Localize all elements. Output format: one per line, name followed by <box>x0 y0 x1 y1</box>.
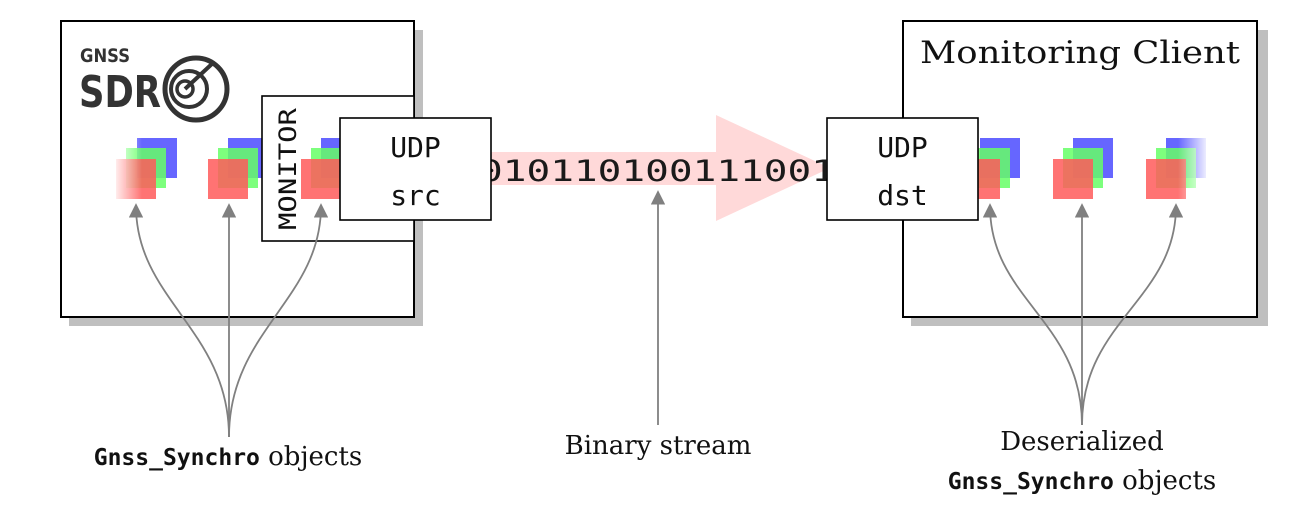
udp-src-line1: UDP <box>390 131 441 164</box>
udp-src-line2: src <box>390 179 441 212</box>
monitor-label: MONITOR <box>274 107 302 230</box>
right-caption-line1: Deserialized <box>1000 427 1164 457</box>
logo-line2: SDR <box>79 67 161 118</box>
left-annotation-arrows <box>128 203 329 438</box>
right-annotation-arrows <box>982 203 1184 426</box>
left-arrow-3 <box>228 203 329 438</box>
logo-line1: GNSS <box>80 45 130 67</box>
udp-dst-line1: UDP <box>877 131 928 164</box>
binary-stream-bits: 010110100111001 <box>479 154 835 188</box>
right-arrow-1 <box>982 203 1083 426</box>
left-arrow-1 <box>128 203 230 438</box>
right-caption-text: objects <box>1114 466 1216 496</box>
left-caption-text: objects <box>260 442 362 472</box>
right-caption-line2: Gnss_Synchro objects <box>948 466 1217 496</box>
binary-stream-arrow <box>491 115 830 221</box>
right-caption-code: Gnss_Synchro <box>948 469 1114 495</box>
center-caption: Binary stream <box>565 431 752 461</box>
gnss-sdr-logo: GNSS SDR <box>79 45 230 123</box>
gnss-synchro-square-group-1 <box>112 136 177 202</box>
udp-src-box <box>339 117 492 221</box>
left-caption: Gnss_Synchro objects <box>94 442 363 472</box>
right-arrow-3 <box>1081 203 1184 426</box>
monitoring-client-title: Monitoring Client <box>920 35 1241 71</box>
left-caption-code: Gnss_Synchro <box>94 445 260 471</box>
deserialized-square-group-3 <box>1146 136 1210 202</box>
gnss-synchro-square-group-2 <box>208 138 268 199</box>
udp-dst-box <box>826 117 979 221</box>
udp-dst-line2: dst <box>877 179 928 212</box>
radar-target-icon <box>162 55 230 123</box>
deserialized-square-group-2 <box>1053 138 1113 199</box>
